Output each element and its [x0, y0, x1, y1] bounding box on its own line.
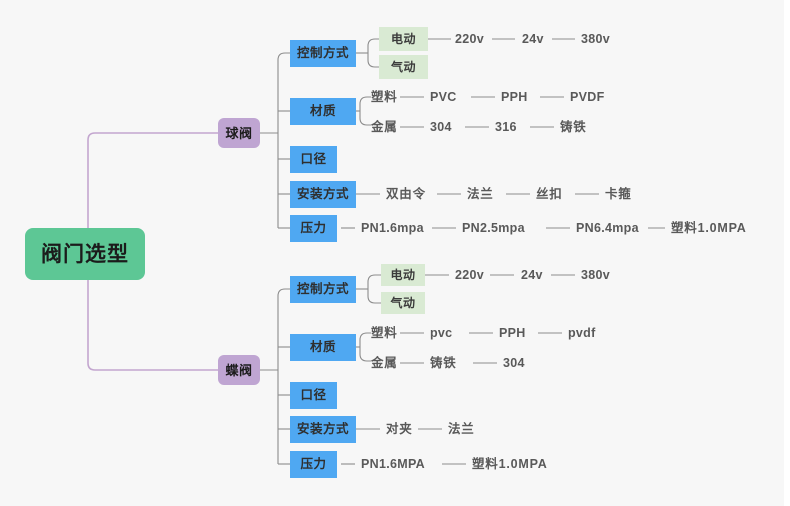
branch-node-butterfly-valve[interactable]: 蝶阀: [218, 355, 260, 385]
topic-node-ball-diameter[interactable]: 口径: [290, 146, 337, 173]
leaf-node-ball-electric-220v[interactable]: 220v: [455, 32, 485, 47]
leaf-node-ball-install-flange[interactable]: 法兰: [467, 187, 494, 202]
leaf-node-ball-metal-304[interactable]: 304: [430, 120, 452, 135]
sub-node-ball-electric[interactable]: 电动: [379, 27, 428, 51]
leaf-node-ball-pressure-pn64[interactable]: PN6.4mpa: [576, 221, 639, 236]
leaf-node-butterfly-electric-24v[interactable]: 24v: [521, 268, 543, 283]
leaf-node-butterfly-metal-304[interactable]: 304: [503, 356, 525, 371]
topic-node-ball-material[interactable]: 材质: [290, 98, 356, 125]
leaf-node-ball-plastic-pvdf[interactable]: PVDF: [570, 90, 605, 105]
leaf-node-ball-install-union[interactable]: 双由令: [386, 187, 426, 202]
leaf-node-butterfly-plastic-pvdf[interactable]: pvdf: [568, 326, 596, 341]
topic-node-butterfly-pressure[interactable]: 压力: [290, 451, 337, 478]
leaf-node-butterfly-pressure-pn16[interactable]: PN1.6MPA: [361, 457, 425, 472]
leaf-node-ball-pressure-pn16[interactable]: PN1.6mpa: [361, 221, 424, 236]
leaf-node-butterfly-material-metal[interactable]: 金属: [371, 356, 398, 371]
leaf-node-butterfly-install-wafer[interactable]: 对夹: [386, 422, 413, 437]
leaf-node-ball-material-metal[interactable]: 金属: [371, 120, 398, 135]
leaf-node-butterfly-pressure-plastic10[interactable]: 塑料1.0MPA: [472, 457, 548, 472]
sub-node-butterfly-electric[interactable]: 电动: [381, 264, 425, 286]
branch-node-ball-valve[interactable]: 球阀: [218, 118, 260, 148]
leaf-node-ball-electric-24v[interactable]: 24v: [522, 32, 544, 47]
leaf-node-ball-pressure-plastic10[interactable]: 塑料1.0MPA: [671, 221, 747, 236]
leaf-node-ball-install-thread[interactable]: 丝扣: [536, 187, 563, 202]
topic-node-butterfly-installation[interactable]: 安装方式: [290, 416, 356, 443]
leaf-node-butterfly-electric-380v[interactable]: 380v: [581, 268, 611, 283]
leaf-node-ball-plastic-pph[interactable]: PPH: [501, 90, 528, 105]
leaf-node-ball-metal-cast-iron[interactable]: 铸铁: [560, 120, 587, 135]
leaf-node-butterfly-plastic-pph[interactable]: PPH: [499, 326, 526, 341]
root-node-valve-selection[interactable]: 阀门选型: [25, 228, 145, 280]
leaf-node-butterfly-material-plastic[interactable]: 塑料: [371, 326, 398, 341]
sub-node-ball-pneumatic[interactable]: 气动: [379, 55, 428, 79]
leaf-node-ball-material-plastic[interactable]: 塑料: [371, 90, 398, 105]
topic-node-ball-pressure[interactable]: 压力: [290, 215, 337, 242]
topic-node-ball-control-method[interactable]: 控制方式: [290, 40, 356, 67]
leaf-node-ball-plastic-pvc[interactable]: PVC: [430, 90, 457, 105]
sub-node-butterfly-pneumatic[interactable]: 气动: [381, 292, 425, 314]
leaf-node-ball-install-clamp[interactable]: 卡箍: [605, 187, 632, 202]
leaf-node-ball-metal-316[interactable]: 316: [495, 120, 517, 135]
topic-node-ball-installation[interactable]: 安装方式: [290, 181, 356, 208]
topic-node-butterfly-control-method[interactable]: 控制方式: [290, 276, 356, 303]
leaf-node-butterfly-metal-cast-iron[interactable]: 铸铁: [430, 356, 457, 371]
topic-node-butterfly-material[interactable]: 材质: [290, 334, 356, 361]
leaf-node-butterfly-electric-220v[interactable]: 220v: [455, 268, 485, 283]
leaf-node-ball-pressure-pn25[interactable]: PN2.5mpa: [462, 221, 525, 236]
topic-node-butterfly-diameter[interactable]: 口径: [290, 382, 337, 409]
leaf-node-butterfly-plastic-pvc[interactable]: pvc: [430, 326, 453, 341]
leaf-node-ball-electric-380v[interactable]: 380v: [581, 32, 611, 47]
leaf-node-butterfly-install-flange[interactable]: 法兰: [448, 422, 475, 437]
